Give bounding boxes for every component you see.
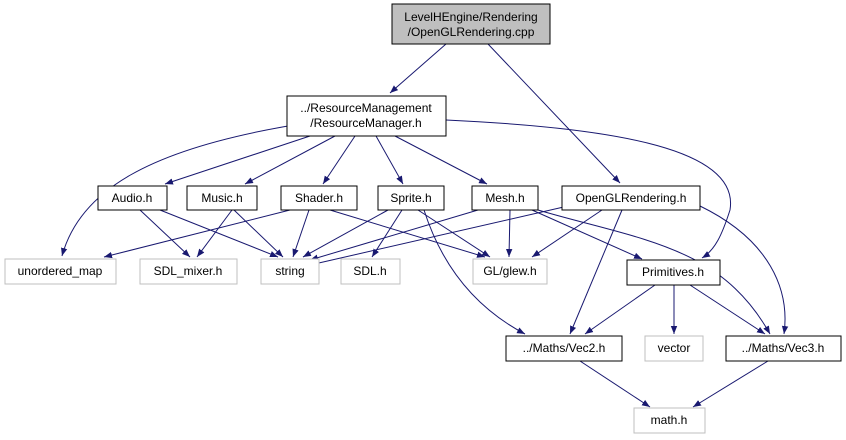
- edge-opengl-h-to-vec3: [699, 205, 789, 335]
- edge-resource-manager-to-unordered-map: [61, 125, 289, 257]
- node-label: vector: [658, 341, 691, 355]
- edge-music-to-sdl-mixer: [196, 209, 233, 258]
- edge-vec3-to-math: [692, 360, 769, 408]
- node-label: math.h: [651, 413, 688, 427]
- node-sdl-mixer[interactable]: SDL_mixer.h: [139, 258, 238, 285]
- node-label: Music.h: [201, 191, 242, 205]
- edge-resource-manager-to-music: [244, 135, 336, 185]
- edge-shader-to-string: [292, 209, 310, 258]
- edge-resource-manager-to-mesh: [394, 135, 488, 185]
- edge-mesh-to-glew: [505, 209, 513, 258]
- node-label: unordered_map: [18, 264, 103, 278]
- node-label: GL/glew.h: [483, 264, 536, 278]
- node-sprite[interactable]: Sprite.h: [377, 185, 445, 211]
- edge-resource-manager-to-sprite: [375, 135, 404, 185]
- edge-audio-to-string: [159, 209, 279, 258]
- edge-resource-manager-to-primitives: [445, 119, 732, 259]
- edge-resource-manager-to-shader: [322, 135, 356, 185]
- edge-primitives-to-vec3: [689, 284, 766, 335]
- node-label: ../ResourceManagement: [300, 101, 432, 115]
- node-opengl-rendering-cpp[interactable]: LevelHEngine/Rendering /OpenGLRendering.…: [391, 3, 551, 45]
- edge-audio-to-sdl-mixer: [139, 209, 191, 258]
- node-music[interactable]: Music.h: [186, 185, 258, 211]
- nodes: LevelHEngine/Rendering /OpenGLRendering.…: [4, 3, 842, 434]
- node-opengl-rendering-h[interactable]: OpenGLRendering.h: [561, 185, 701, 211]
- edge-sprite-to-string: [302, 209, 389, 258]
- edge-vec2-to-math: [579, 360, 651, 408]
- node-label: Audio.h: [112, 191, 153, 205]
- node-label: LevelHEngine/Rendering: [404, 10, 537, 24]
- node-label: /OpenGLRendering.cpp: [408, 25, 535, 39]
- edge-root-to-resource-manager: [389, 43, 447, 94]
- edge-shader-to-unordered-map: [103, 209, 291, 259]
- edges: [61, 43, 789, 408]
- node-resource-manager[interactable]: ../ResourceManagement /ResourceManager.h: [286, 95, 447, 137]
- edge-opengl-h-to-string: [309, 205, 569, 267]
- edge-mesh-to-primitives: [531, 209, 643, 260]
- node-vec3[interactable]: ../Maths/Vec3.h: [725, 335, 842, 362]
- node-label: Primitives.h: [642, 265, 704, 279]
- node-unordered-map[interactable]: unordered_map: [4, 258, 117, 285]
- node-vec2[interactable]: ../Maths/Vec2.h: [505, 335, 623, 362]
- edge-mesh-to-string: [309, 209, 479, 261]
- edge-mesh-to-vec3: [537, 209, 771, 335]
- edge-opengl-h-to-glew: [531, 209, 603, 258]
- node-label: ../Maths/Vec2.h: [523, 341, 606, 355]
- node-primitives[interactable]: Primitives.h: [626, 259, 721, 286]
- edge-primitives-to-vec2: [584, 284, 656, 335]
- node-glew[interactable]: GL/glew.h: [472, 258, 548, 285]
- node-label: Mesh.h: [485, 191, 524, 205]
- node-label: Sprite.h: [390, 191, 431, 205]
- edge-sprite-to-vec2: [423, 209, 526, 335]
- node-audio[interactable]: Audio.h: [97, 185, 168, 211]
- node-label: Shader.h: [295, 191, 343, 205]
- node-label: OpenGLRendering.h: [576, 191, 687, 205]
- node-label: /ResourceManager.h: [310, 116, 421, 130]
- edge-root-to-opengl-rendering-h: [487, 43, 621, 184]
- edge-opengl-h-to-vec2: [569, 209, 623, 335]
- node-label: SDL_mixer.h: [154, 264, 223, 278]
- node-string[interactable]: string: [260, 258, 320, 285]
- node-mesh[interactable]: Mesh.h: [471, 185, 539, 211]
- node-math[interactable]: math.h: [633, 407, 706, 434]
- node-sdl[interactable]: SDL.h: [340, 258, 401, 285]
- node-label: SDL.h: [353, 264, 386, 278]
- edge-shader-to-glew: [329, 209, 486, 258]
- node-label: string: [275, 264, 304, 278]
- node-label: ../Maths/Vec3.h: [742, 341, 825, 355]
- node-shader[interactable]: Shader.h: [280, 185, 358, 211]
- node-vector[interactable]: vector: [644, 335, 704, 362]
- edge-music-to-string: [233, 209, 284, 258]
- edge-resource-manager-to-audio: [164, 135, 311, 185]
- edge-sprite-to-glew: [417, 209, 491, 258]
